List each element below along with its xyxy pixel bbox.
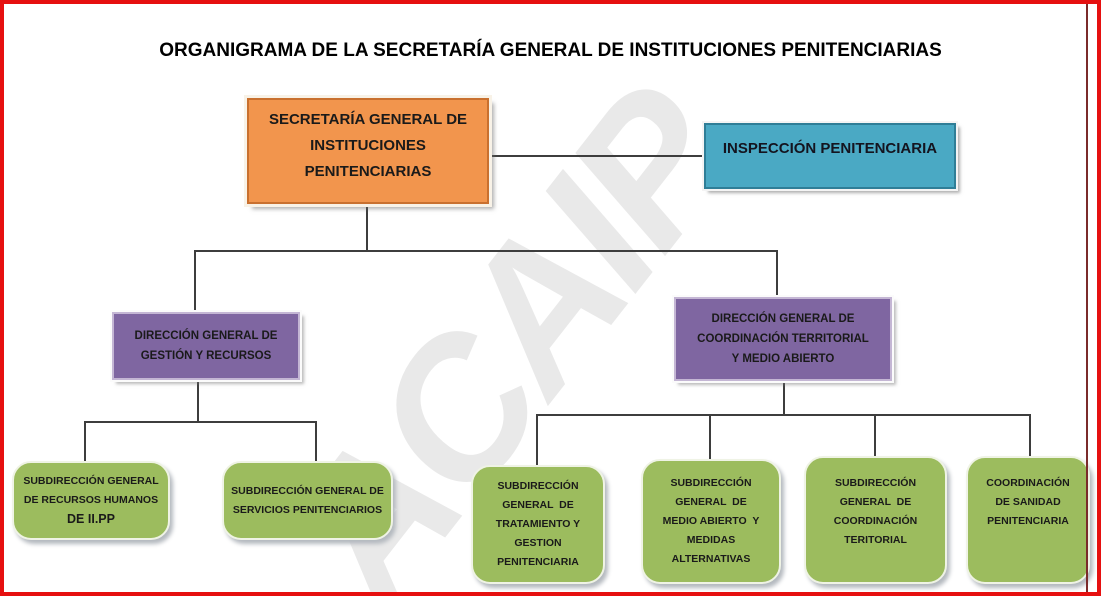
node-sg-medio-abierto: SUBDIRECCIÓN GENERAL DE MEDIO ABIERTO Y … — [641, 459, 781, 584]
node-label-line: MEDIDAS — [686, 534, 736, 546]
node-label-line: GESTION — [514, 537, 562, 549]
node-inspeccion-penitenciaria: INSPECCIÓN PENITENCIARIA — [704, 123, 956, 189]
node-label-line: PENITENCIARIA — [497, 556, 579, 568]
page-edge-line — [1086, 4, 1088, 592]
connector-line — [315, 421, 317, 461]
node-label-line: TERITORIAL — [844, 534, 907, 546]
connector-line — [197, 380, 199, 422]
node-label-line: INSTITUCIONES — [310, 137, 426, 154]
node-label-line: GENERAL DE — [502, 499, 574, 511]
connector-line — [783, 381, 785, 415]
node-label-line: DE RECURSOS HUMANOS — [23, 494, 159, 506]
connector-line — [194, 250, 778, 252]
node-label-line: SUBDIRECCIÓN — [834, 477, 917, 489]
node-coordinacion-sanidad: COORDINACIÓN DE SANIDAD PENITENCIARIA — [966, 456, 1090, 584]
node-label-line: GENERAL DE — [675, 496, 747, 508]
node-label-line: DE II.PP — [67, 512, 115, 526]
node-label-line: COORDINACIÓN — [986, 477, 1070, 489]
node-label-line: SUBDIRECCIÓN — [670, 477, 752, 489]
node-label-line: SECRETARÍA GENERAL DE — [268, 111, 468, 128]
node-sg-coordinacion-territorial: SUBDIRECCIÓN GENERAL DE COORDINACIÓN TER… — [804, 456, 947, 584]
connector-line — [536, 414, 538, 466]
node-dg-gestion-recursos: DIRECCIÓN GENERAL DE GESTIÓN Y RECURSOS — [112, 312, 300, 380]
node-secretaria-general: SECRETARÍA GENERAL DE INSTITUCIONES PENI… — [247, 98, 489, 204]
page-title: ORGANIGRAMA DE LA SECRETARÍA GENERAL DE … — [159, 40, 942, 61]
node-label-line: COORDINACIÓN — [833, 515, 918, 527]
connector-line — [1029, 414, 1031, 456]
node-label-line: COORDINACIÓN TERRITORIAL — [697, 333, 869, 345]
node-label-line: Y MEDIO ABIERTO — [731, 353, 835, 365]
connector-line — [709, 414, 711, 459]
connector-line — [776, 250, 778, 297]
node-label-line: SUBDIRECCIÓN — [497, 480, 579, 492]
node-label-line: PENITENCIARIAS — [304, 163, 432, 180]
node-sg-recursos-humanos: SUBDIRECCIÓN GENERAL DE RECURSOS HUMANOS… — [12, 461, 170, 540]
connector-line — [366, 204, 368, 251]
node-label-line: MEDIO ABIERTO Y — [662, 515, 760, 527]
node-label-line: GESTIÓN Y RECURSOS — [140, 350, 272, 362]
node-label-line: ALTERNATIVAS — [671, 553, 751, 565]
node-sg-tratamiento-gestion: SUBDIRECCIÓN GENERAL DE TRATAMIENTO Y GE… — [471, 465, 605, 584]
node-label-line: DIRECCIÓN GENERAL DE — [134, 330, 278, 342]
node-label-line: SUBDIRECCIÓN GENERAL DE — [231, 484, 384, 497]
node-label-line: GENERAL DE — [839, 496, 912, 508]
connector-line — [194, 250, 196, 312]
connector-line — [84, 421, 86, 461]
connector-line — [874, 414, 876, 456]
node-label-line: PENITENCIARIA — [987, 515, 1069, 527]
node-label-line: DE SANIDAD — [995, 496, 1061, 508]
node-label-line: SERVICIOS PENITENCIARIOS — [232, 503, 383, 516]
node-label-line: SUBDIRECCIÓN GENERAL — [23, 475, 159, 487]
node-label-line: TRATAMIENTO Y — [495, 518, 581, 530]
node-dg-coordinacion-territorial: DIRECCIÓN GENERAL DE COORDINACIÓN TERRIT… — [674, 297, 892, 381]
connector-line — [536, 414, 1031, 416]
node-label-line: INSPECCIÓN PENITENCIARIA — [722, 140, 938, 157]
node-sg-servicios-penitenciarios: SUBDIRECCIÓN GENERAL DE SERVICIOS PENITE… — [222, 461, 393, 540]
connector-line — [488, 155, 704, 157]
node-label-line: DIRECCIÓN GENERAL DE — [711, 313, 855, 325]
connector-line — [84, 421, 317, 423]
